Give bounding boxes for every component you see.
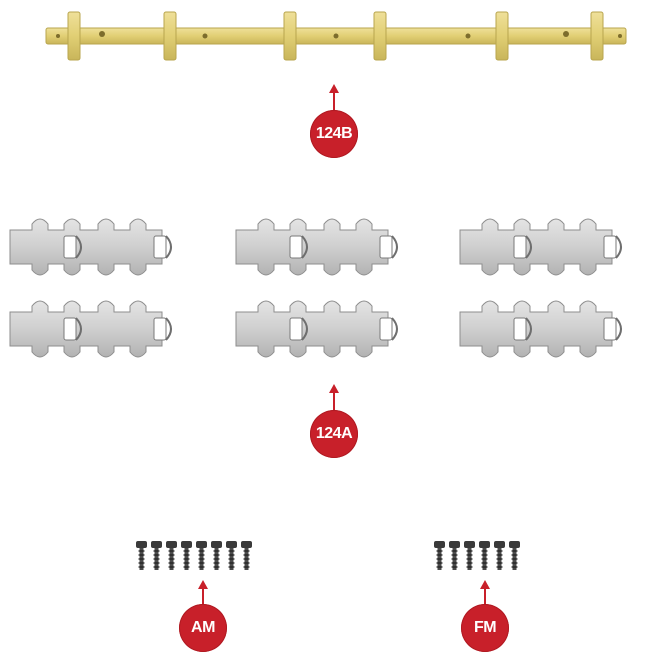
screw-icon — [165, 540, 178, 571]
callout-fm: FM — [461, 604, 509, 652]
callout-stem — [333, 392, 335, 412]
callout-124a: 124A — [310, 410, 358, 458]
callout-stem — [202, 588, 204, 608]
screw-icon — [463, 540, 476, 571]
screw-icon — [478, 540, 491, 571]
callout-124b: 124B — [310, 110, 358, 158]
yellow-mounting-bar-icon — [45, 11, 627, 61]
screw-icon — [225, 540, 238, 571]
callout-arrow — [329, 384, 339, 393]
track-link-segment-icon — [459, 300, 622, 358]
track-link-segment-icon — [9, 300, 172, 358]
screw-icon — [493, 540, 506, 571]
screw-icon — [448, 540, 461, 571]
callout-arrow — [480, 580, 490, 589]
callout-arrow — [329, 84, 339, 93]
screw-icon — [240, 540, 253, 571]
screw-icon — [195, 540, 208, 571]
callout-arrow — [198, 580, 208, 589]
track-link-segment-icon — [235, 300, 398, 358]
callout-stem — [484, 588, 486, 608]
screw-icon — [150, 540, 163, 571]
track-link-segment-icon — [235, 218, 398, 276]
screws-am-group — [135, 540, 253, 571]
track-link-segment-icon — [459, 218, 622, 276]
track-links-group — [9, 218, 622, 358]
screw-icon — [508, 540, 521, 571]
callout-stem — [333, 92, 335, 114]
screw-icon — [180, 540, 193, 571]
screw-icon — [210, 540, 223, 571]
screw-icon — [135, 540, 148, 571]
track-link-segment-icon — [9, 218, 172, 276]
screws-fm-group — [433, 540, 521, 571]
callout-am: AM — [179, 604, 227, 652]
screw-icon — [433, 540, 446, 571]
